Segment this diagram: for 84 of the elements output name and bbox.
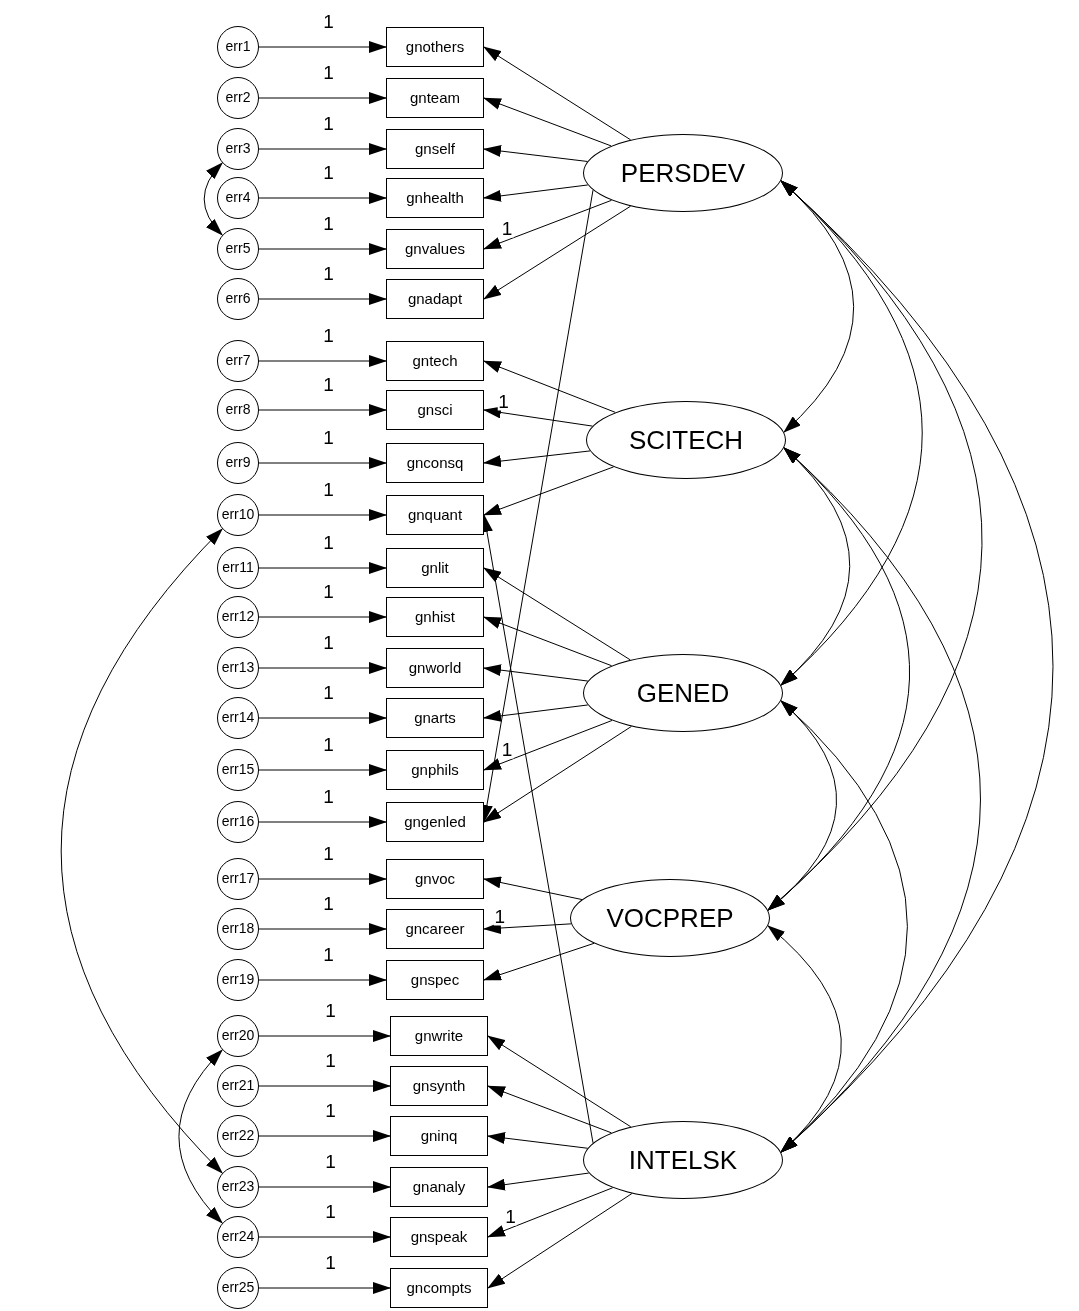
observed-variable-box: gnself xyxy=(386,129,484,169)
observed-variable-box: gnsci xyxy=(386,390,484,430)
arrow xyxy=(258,41,387,53)
arrow xyxy=(487,1085,612,1134)
observed-variable-box: gncompts xyxy=(390,1268,488,1308)
observed-variable-box: gnquant xyxy=(386,495,484,535)
observed-variable-box: gnvalues xyxy=(386,229,484,269)
observed-variable-box: gnhist xyxy=(386,597,484,637)
latent-variable-ellipse: GENED xyxy=(583,654,783,732)
arrow xyxy=(258,1080,391,1092)
arrow xyxy=(483,450,591,468)
latent-variable-ellipse: INTELSK xyxy=(583,1121,783,1199)
arrow xyxy=(483,664,589,682)
observed-variable-box: gnhealth xyxy=(386,178,484,218)
arrow xyxy=(483,616,613,667)
observed-variable-box: gnlit xyxy=(386,548,484,588)
arrow xyxy=(258,457,387,469)
arrow xyxy=(767,925,842,1153)
observed-variable-box: gnteam xyxy=(386,78,484,118)
observed-variable-box: gngenled xyxy=(386,802,484,842)
arrow xyxy=(483,205,632,300)
arrow xyxy=(258,611,387,623)
arrow xyxy=(258,923,387,935)
arrow xyxy=(258,192,387,204)
arrow xyxy=(258,1030,391,1042)
arrow xyxy=(258,764,387,776)
arrow xyxy=(60,528,223,1174)
arrow xyxy=(483,725,632,823)
arrow xyxy=(483,876,583,901)
observed-variable-box: gnconsq xyxy=(386,443,484,483)
observed-variable-box: gninq xyxy=(390,1116,488,1156)
observed-variable-box: gncareer xyxy=(386,909,484,949)
arrow xyxy=(483,97,612,147)
arrow xyxy=(483,145,588,162)
arrow xyxy=(483,567,631,661)
arrow xyxy=(483,46,632,141)
observed-variable-box: gnadapt xyxy=(386,279,484,319)
arrow xyxy=(483,199,613,250)
arrow xyxy=(178,1049,223,1224)
arrow xyxy=(483,406,594,427)
arrow xyxy=(258,712,387,724)
arrow xyxy=(258,873,387,885)
observed-variable-box: gnarts xyxy=(386,698,484,738)
arrow xyxy=(483,942,595,981)
arrow xyxy=(483,466,615,516)
observed-variable-box: gnwrite xyxy=(390,1016,488,1056)
observed-variable-box: gnspeak xyxy=(390,1217,488,1257)
latent-variable-ellipse: SCITECH xyxy=(586,401,786,479)
arrow xyxy=(258,1130,391,1142)
observed-variable-box: gntech xyxy=(386,341,484,381)
arrow xyxy=(258,662,387,674)
arrow xyxy=(487,1172,590,1191)
arrow xyxy=(483,704,589,722)
arrow xyxy=(258,92,387,104)
arrow xyxy=(258,509,387,521)
arrow xyxy=(203,162,223,236)
observed-variable-box: gnworld xyxy=(386,648,484,688)
arrow xyxy=(258,143,387,155)
arrow xyxy=(258,1181,391,1193)
latent-variable-ellipse: PERSDEV xyxy=(583,134,783,212)
arrow xyxy=(487,1193,633,1289)
arrow xyxy=(258,974,387,986)
observed-variable-box: gnanaly xyxy=(390,1167,488,1207)
arrow xyxy=(483,184,589,202)
arrow xyxy=(258,404,387,416)
arrow xyxy=(258,355,387,367)
arrow xyxy=(258,293,387,305)
observed-variable-box: gnphils xyxy=(386,750,484,790)
arrow xyxy=(258,243,387,255)
arrow xyxy=(483,360,616,413)
arrow xyxy=(483,922,572,934)
arrow xyxy=(258,1282,391,1294)
latent-variable-ellipse: VOCPREP xyxy=(570,879,770,957)
arrow xyxy=(258,562,387,574)
observed-variable-box: gnspec xyxy=(386,960,484,1000)
arrow xyxy=(487,1132,589,1149)
observed-variable-box: gnsynth xyxy=(390,1066,488,1106)
observed-variable-box: gnothers xyxy=(386,27,484,67)
observed-variable-box: gnvoc xyxy=(386,859,484,899)
arrow xyxy=(258,1231,391,1243)
arrow xyxy=(258,816,387,828)
arrow xyxy=(487,1187,614,1238)
arrow xyxy=(487,1035,632,1128)
arrow xyxy=(483,719,613,771)
